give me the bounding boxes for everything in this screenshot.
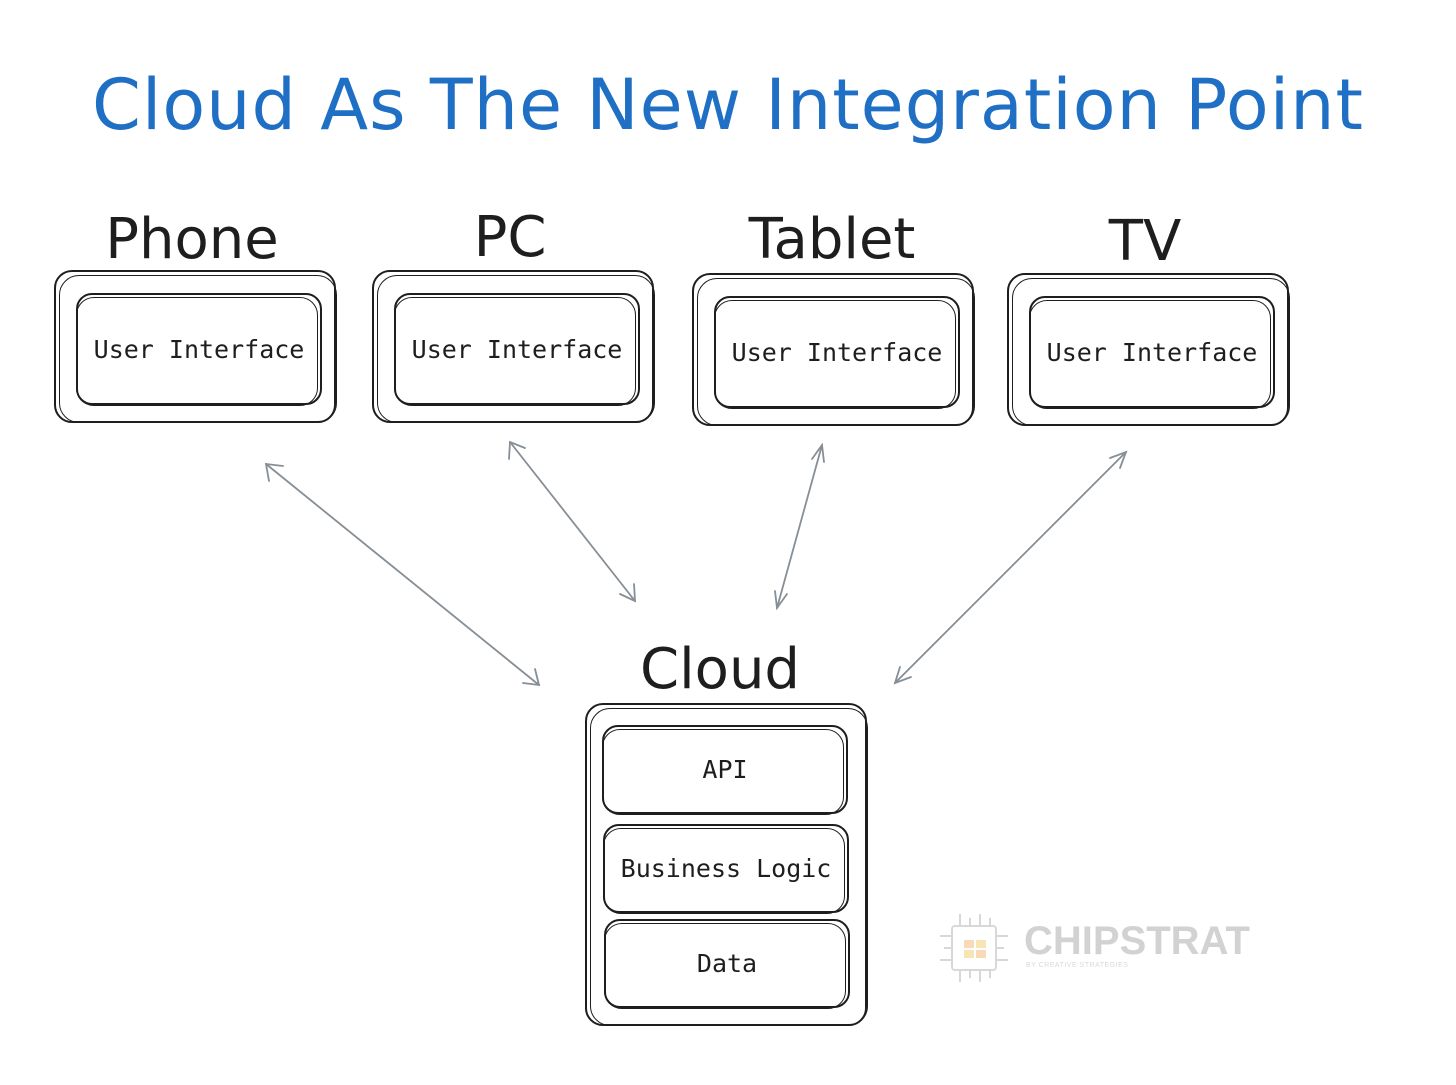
device-box-tablet: User Interface xyxy=(692,273,975,426)
device-box-phone: User Interface xyxy=(54,270,337,423)
cloud-label: Cloud xyxy=(640,637,800,702)
cloud-box: API Business Logic Data xyxy=(585,703,868,1026)
device-label-phone: Phone xyxy=(105,207,279,272)
cloud-layer-data-label: Data xyxy=(696,949,758,978)
ui-box-pc: User Interface xyxy=(394,293,640,406)
ui-label-pc: User Interface xyxy=(411,334,623,364)
diagram-title: Cloud As The New Integration Point xyxy=(92,64,1364,146)
arrow-tv-cloud xyxy=(893,450,1128,685)
device-box-tv: User Interface xyxy=(1007,273,1290,426)
cloud-layer-api-label: API xyxy=(702,755,748,784)
device-box-pc: User Interface xyxy=(372,270,655,423)
ui-box-tablet: User Interface xyxy=(714,296,960,409)
ui-label-tv: User Interface xyxy=(1046,337,1258,367)
chip-logo-icon xyxy=(940,914,1008,982)
device-label-tablet: Tablet xyxy=(748,207,916,272)
cloud-layer-business-logic-label: Business Logic xyxy=(620,854,832,883)
ui-label-tablet: User Interface xyxy=(731,337,943,367)
watermark-name: CHIPSTRAT xyxy=(1024,919,1250,963)
device-label-tv: TV xyxy=(1108,209,1182,274)
watermark-tagline: BY CREATIVE STRATEGIES xyxy=(1026,962,1129,969)
cloud-layer-data: Data xyxy=(604,919,850,1009)
cloud-layer-business-logic: Business Logic xyxy=(603,824,849,914)
ui-label-phone: User Interface xyxy=(93,334,305,364)
ui-box-tv: User Interface xyxy=(1029,296,1275,409)
cloud-layer-api: API xyxy=(602,725,848,815)
arrow-phone-cloud xyxy=(264,462,541,687)
chipstrat-watermark: CHIPSTRAT BY CREATIVE STRATEGIES xyxy=(936,908,1256,988)
device-label-pc: PC xyxy=(473,205,547,270)
arrow-tablet-cloud xyxy=(774,442,825,611)
arrow-pc-cloud xyxy=(508,440,636,603)
ui-box-phone: User Interface xyxy=(76,293,322,406)
